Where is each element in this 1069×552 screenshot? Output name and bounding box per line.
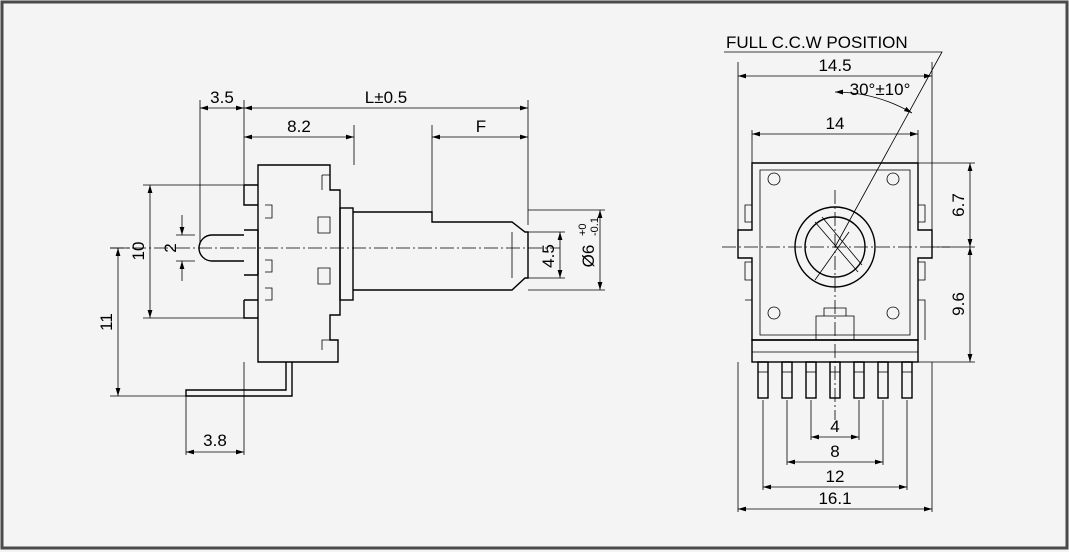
front-hole-tr: [886, 172, 900, 186]
dim-angle-arc: [834, 89, 913, 114]
dim-9-6: 9.6: [949, 292, 968, 316]
front-hole-tl: [767, 172, 781, 186]
dim-4-5: 4.5: [539, 244, 558, 268]
front-pin: [757, 361, 769, 399]
dim-14-5: 14.5: [818, 56, 851, 75]
side-notches: [265, 174, 331, 350]
front-extension-lines: [737, 62, 975, 512]
side-view: 3.5 L±0.5 8.2 F 10 2 11 3.8 4.5 Ø6 +0 -0…: [97, 88, 605, 455]
dim-14: 14: [826, 114, 845, 133]
dim-phi6-sup: +0: [577, 223, 589, 236]
front-pins: [757, 361, 913, 399]
dim-L: L±0.5: [365, 88, 407, 107]
front-view: FULL C.C.W POSITION 14.5 30°±10° 14 6.7 …: [722, 33, 975, 512]
side-extension-lines: [110, 100, 605, 455]
side-body-outline: [257, 164, 341, 363]
front-pin: [901, 361, 913, 399]
side-bushing: [339, 207, 354, 301]
dim-phi6-sub: -0.1: [589, 217, 601, 236]
dim-8-2: 8.2: [287, 117, 311, 136]
dim-3-8: 3.8: [203, 431, 227, 450]
side-shaft: [353, 211, 529, 291]
front-body-inner: [759, 169, 911, 336]
dim-11: 11: [97, 313, 116, 331]
dim-10: 10: [129, 242, 148, 261]
note-full-ccw-position: FULL C.C.W POSITION: [726, 33, 908, 52]
dim-12: 12: [826, 467, 845, 486]
dim-2: 2: [161, 243, 180, 252]
dim-3-5: 3.5: [210, 88, 234, 107]
front-pin: [805, 361, 817, 399]
note-leader: [724, 51, 943, 248]
dim-4: 4: [830, 417, 839, 436]
dim-phi6: Ø6: [579, 245, 598, 268]
dim-16-1: 16.1: [818, 489, 851, 508]
side-body-back: [243, 184, 259, 319]
dim-6-7: 6.7: [949, 193, 968, 217]
side-mount-lead: [185, 362, 293, 397]
front-pin: [781, 361, 793, 399]
dim-8: 8: [830, 442, 839, 461]
front-shaft-slot: [814, 216, 863, 281]
dim-F: F: [476, 117, 486, 136]
front-pin: [853, 361, 865, 399]
front-side-notches: [744, 204, 926, 340]
front-hole-bl: [767, 306, 781, 320]
front-hole-br: [886, 306, 900, 320]
front-pin: [877, 361, 889, 399]
dim-angle: 30°±10°: [850, 80, 911, 99]
